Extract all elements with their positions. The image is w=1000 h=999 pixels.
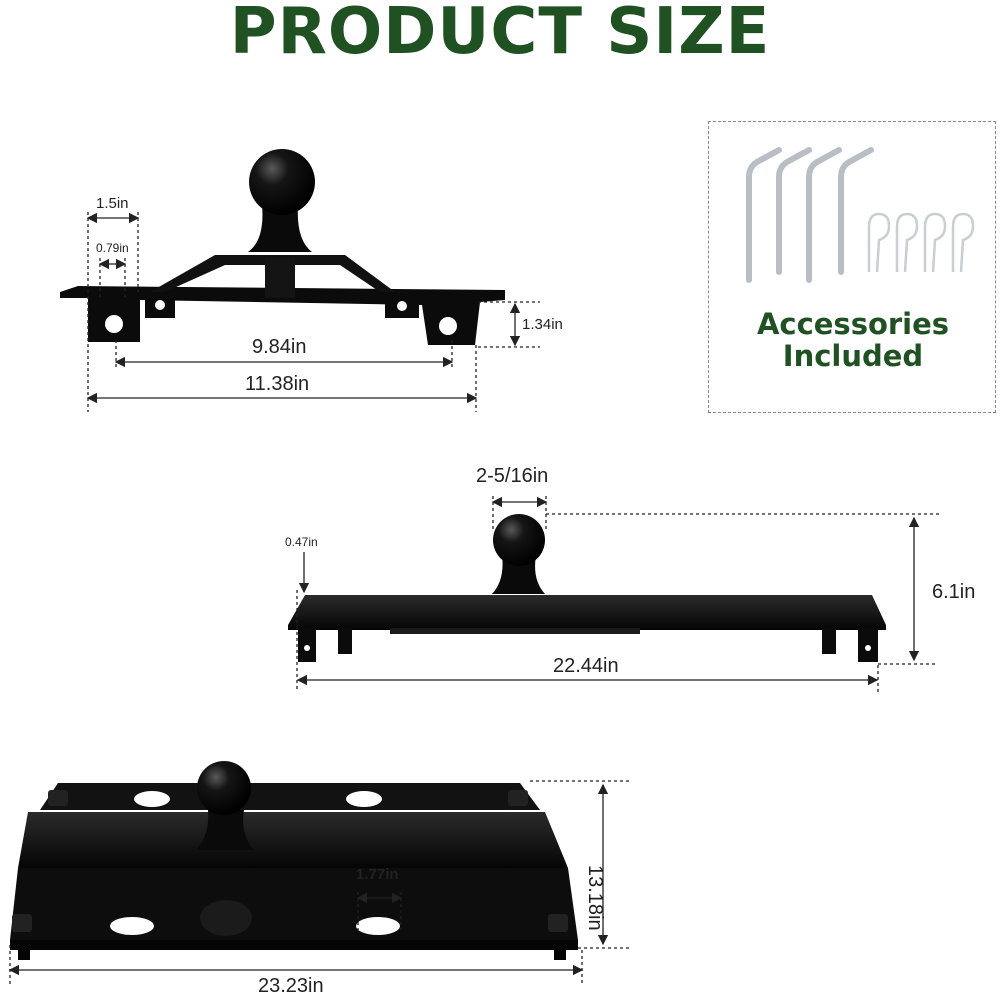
hitch-front-view: [60, 149, 505, 345]
accessories-subtitle: Included: [782, 339, 924, 373]
pins-and-clips-icon: [746, 147, 975, 283]
dim-side-height: 6.1in: [932, 581, 976, 603]
dim-hole-width: 1.77in: [356, 866, 399, 883]
hitch-plate-view: [10, 761, 578, 960]
dim-outer-width: 11.38in: [245, 373, 310, 395]
hitch-side-view: [288, 514, 886, 662]
dim-front-height: 1.34in: [522, 316, 563, 333]
dim-mount-width: 1.5in: [96, 195, 129, 212]
accessories-title: Accessories: [756, 307, 950, 341]
plate-view-dimensions: [8, 780, 632, 985]
dim-inner-width: 9.84in: [252, 336, 307, 358]
dim-plate-thickness: 0.47in: [285, 535, 318, 549]
accessories-panel: Accessories Included: [708, 121, 996, 413]
dim-plate-depth: 13.18in: [584, 865, 606, 931]
front-view-dimensions: [86, 212, 540, 412]
page-title: PRODUCT SIZE: [229, 0, 771, 69]
dim-plate-length: 23.23in: [258, 975, 324, 997]
dim-side-length: 22.44in: [553, 655, 619, 677]
side-view-dimensions: [296, 496, 940, 692]
dim-ball-diameter: 2-5/16in: [476, 465, 549, 487]
dim-tab-width: 0.79in: [96, 241, 129, 255]
